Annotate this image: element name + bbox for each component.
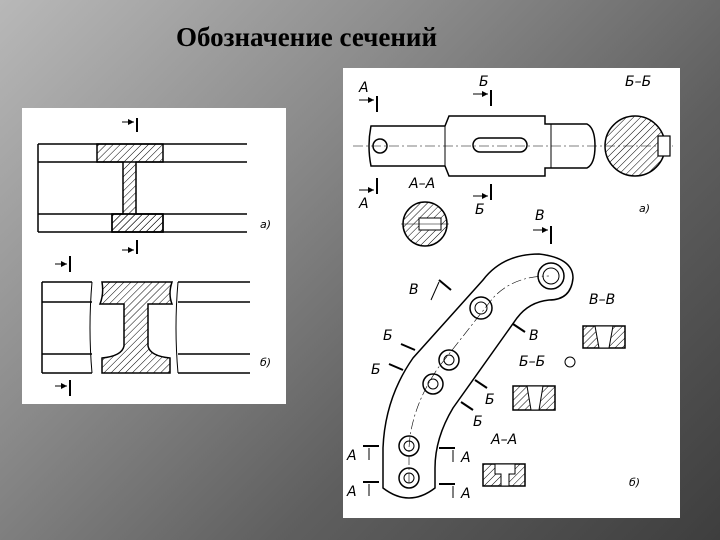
- figure-a-beam: а): [37, 118, 271, 254]
- figure-b-label: б): [260, 356, 271, 369]
- slide-title: Обозначение сечений: [176, 22, 438, 52]
- figure-b-lever: В В В Б: [346, 208, 640, 502]
- cut-label-A-right-2: А: [460, 486, 471, 502]
- right-drawing-panel: А А Б Б Б–Б а: [343, 68, 680, 518]
- cut-label-B-left-1: Б: [383, 328, 393, 344]
- left-drawing-panel: а) б): [22, 108, 286, 404]
- cut-label-V-top: В: [535, 208, 545, 224]
- figure-a-label: а): [260, 218, 271, 231]
- section-title-BB: Б–Б: [519, 354, 545, 370]
- cut-label-V-right: В: [529, 328, 539, 344]
- cut-label-A-left-2: А: [346, 484, 357, 500]
- cut-label-B-bottom: Б: [475, 202, 485, 218]
- cut-label-B-right-2: Б: [473, 414, 483, 430]
- section-title-AA: А–А: [490, 432, 517, 448]
- cut-label-B-right-1: Б: [485, 392, 495, 408]
- cut-label-A-bottom: А: [358, 196, 369, 212]
- figure-a-shaft: А А Б Б Б–Б а: [353, 74, 673, 247]
- cut-label-B-top: Б: [479, 74, 489, 90]
- cut-label-A-right-1: А: [460, 450, 471, 466]
- cut-label-B-left-2: Б: [371, 362, 381, 378]
- figure-b-label-right: б): [629, 476, 640, 489]
- section-title-VV: В–В: [589, 292, 615, 308]
- shaft-lever-section-drawing: А А Б Б Б–Б а: [346, 74, 673, 502]
- ibeam-section-drawing: а) б): [37, 118, 271, 396]
- figure-a-label-right: а): [639, 202, 650, 215]
- cut-label-A-left-1: А: [346, 448, 357, 464]
- section-title-BB-top: Б–Б: [625, 74, 651, 90]
- cut-label-A-top: А: [358, 80, 369, 96]
- section-title-AA-top: А–А: [408, 176, 435, 192]
- figure-b-beam: б): [41, 256, 271, 396]
- cut-label-V-left: В: [409, 282, 419, 298]
